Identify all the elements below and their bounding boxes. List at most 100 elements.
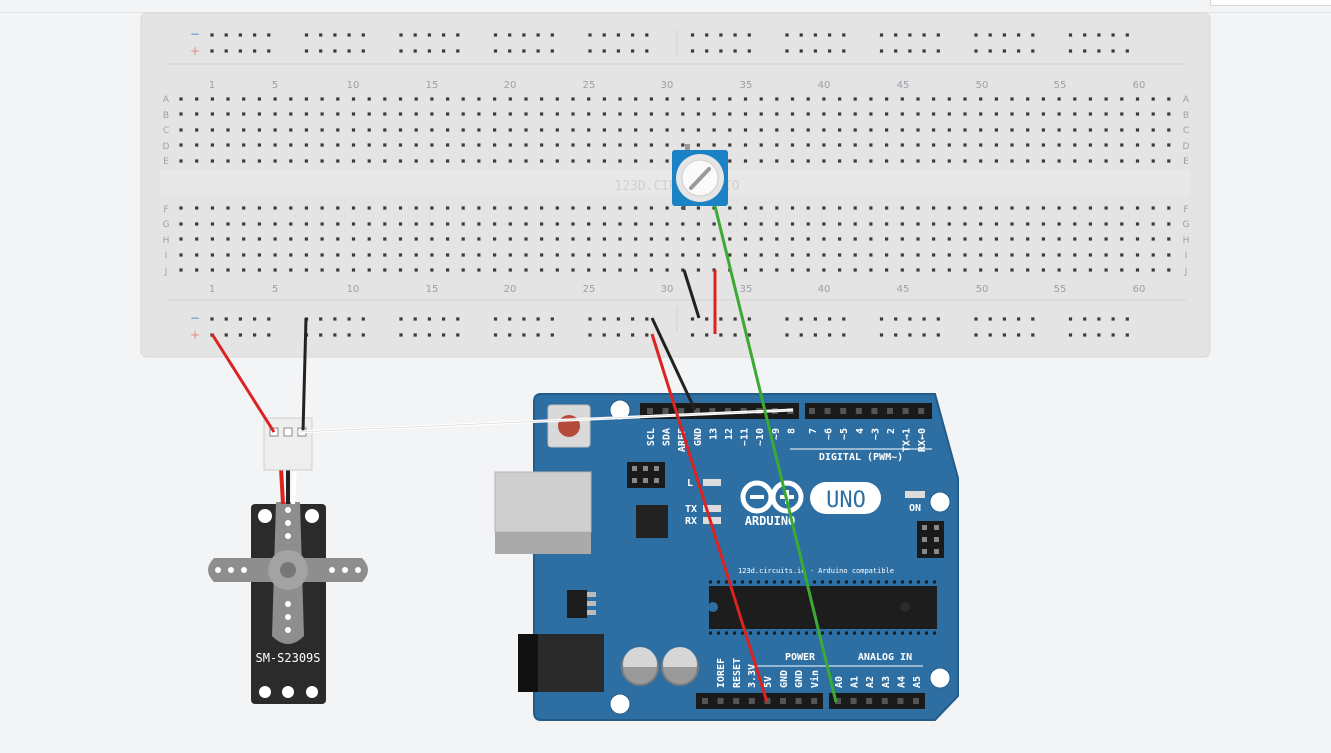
breadboard-hole[interactable] [304,97,308,101]
rail-hole[interactable] [1031,333,1035,337]
breadboard-hole[interactable] [195,97,199,101]
breadboard-hole[interactable] [367,159,371,163]
breadboard-hole[interactable] [947,97,951,101]
potentiometer[interactable] [672,144,728,206]
breadboard-hole[interactable] [1088,237,1092,241]
breadboard-hole[interactable] [696,222,700,226]
breadboard-hole[interactable] [414,237,418,241]
breadboard-hole[interactable] [1135,206,1140,210]
rail-hole[interactable] [936,33,940,37]
rail-hole[interactable] [1111,33,1115,37]
breadboard-hole[interactable] [963,159,967,163]
breadboard-hole[interactable] [257,222,261,226]
header-pin[interactable] [835,698,841,704]
rail-hole[interactable] [1083,33,1087,37]
breadboard-hole[interactable] [304,206,308,210]
breadboard-hole[interactable] [696,128,700,132]
breadboard-hole[interactable] [1120,112,1124,116]
breadboard-hole[interactable] [759,237,763,241]
breadboard-hole[interactable] [320,206,324,210]
rail-hole[interactable] [224,333,228,337]
rail-hole[interactable] [361,49,365,53]
breadboard-hole[interactable] [681,128,685,132]
breadboard-hole[interactable] [759,97,763,101]
breadboard-hole[interactable] [696,206,700,210]
breadboard-hole[interactable] [728,128,732,132]
breadboard-hole[interactable] [446,128,450,132]
breadboard-hole[interactable] [932,159,936,163]
rail-hole[interactable] [1002,33,1006,37]
breadboard-hole[interactable] [587,253,591,257]
breadboard-hole[interactable] [1041,253,1045,257]
rail-hole[interactable] [799,317,803,321]
breadboard-hole[interactable] [1010,268,1014,272]
breadboard-hole[interactable] [524,128,528,132]
rail-hole[interactable] [1083,49,1087,53]
breadboard-hole[interactable] [571,222,575,226]
breadboard-hole[interactable] [304,112,308,116]
breadboard-hole[interactable] [634,159,638,163]
rail-hole[interactable] [908,333,912,337]
breadboard-hole[interactable] [1088,222,1092,226]
breadboard-hole[interactable] [179,159,183,163]
breadboard-hole[interactable] [885,206,889,210]
breadboard-hole[interactable] [571,253,575,257]
breadboard-hole[interactable] [226,268,230,272]
breadboard-hole[interactable] [477,237,481,241]
breadboard-hole[interactable] [1135,222,1140,226]
breadboard-hole[interactable] [979,222,983,226]
breadboard-hole[interactable] [759,128,763,132]
breadboard-hole[interactable] [775,253,779,257]
breadboard-hole[interactable] [430,97,434,101]
breadboard-hole[interactable] [289,143,293,147]
breadboard-hole[interactable] [1167,143,1171,147]
rail-hole[interactable] [442,317,446,321]
rail-hole[interactable] [550,49,554,53]
breadboard-hole[interactable] [242,112,246,116]
rail-hole[interactable] [705,49,709,53]
rail-hole[interactable] [894,33,898,37]
rail-hole[interactable] [1017,317,1021,321]
breadboard-hole[interactable] [634,206,638,210]
breadboard-hole[interactable] [696,237,700,241]
breadboard-hole[interactable] [587,206,591,210]
breadboard-hole[interactable] [398,159,403,163]
breadboard-hole[interactable] [743,268,748,272]
breadboard-hole[interactable] [1057,97,1061,101]
breadboard-hole[interactable] [571,128,575,132]
breadboard-hole[interactable] [226,97,230,101]
breadboard-hole[interactable] [838,97,842,101]
breadboard-hole[interactable] [1073,112,1077,116]
rail-hole[interactable] [922,33,926,37]
breadboard-hole[interactable] [1010,143,1014,147]
breadboard-hole[interactable] [994,128,998,132]
rail-hole[interactable] [1125,33,1129,37]
breadboard-hole[interactable] [759,253,763,257]
breadboard-hole[interactable] [681,237,685,241]
breadboard-hole[interactable] [1073,206,1077,210]
breadboard-hole[interactable] [916,97,920,101]
breadboard-hole[interactable] [696,253,700,257]
rail-hole[interactable] [631,317,635,321]
breadboard-hole[interactable] [336,159,340,163]
breadboard-hole[interactable] [838,268,842,272]
rail-hole[interactable] [456,317,460,321]
breadboard-hole[interactable] [806,222,810,226]
rail-hole[interactable] [879,33,884,37]
breadboard-hole[interactable] [226,112,230,116]
breadboard-hole[interactable] [383,237,387,241]
header-pin[interactable] [709,408,716,414]
breadboard-hole[interactable] [775,112,779,116]
breadboard-hole[interactable] [665,253,669,257]
breadboard-hole[interactable] [446,237,450,241]
breadboard-hole[interactable] [1167,222,1171,226]
rail-hole[interactable] [922,333,926,337]
breadboard-hole[interactable] [838,222,842,226]
breadboard-hole[interactable] [540,128,544,132]
rail-hole[interactable] [908,317,912,321]
breadboard-hole[interactable] [634,268,638,272]
breadboard-hole[interactable] [822,268,826,272]
breadboard-hole[interactable] [932,97,936,101]
breadboard-hole[interactable] [916,268,920,272]
breadboard-hole[interactable] [226,143,230,147]
